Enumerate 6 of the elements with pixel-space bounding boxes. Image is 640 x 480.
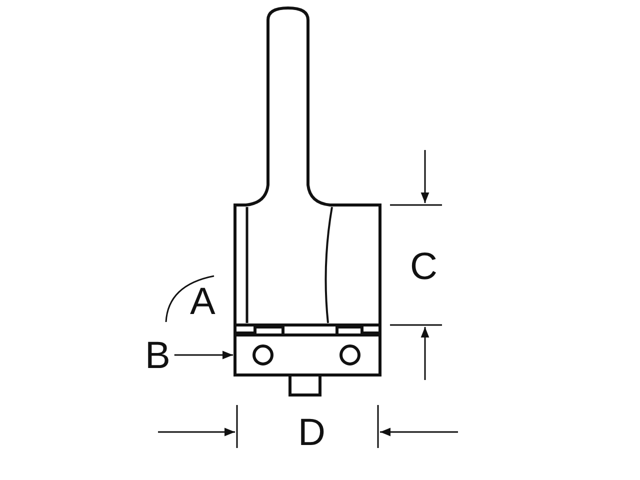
part-label: B — [145, 337, 170, 375]
dimension-label: A — [190, 283, 216, 321]
dimension-label: C — [410, 248, 438, 286]
leader-line — [174, 350, 233, 360]
bearing-drawing — [234, 334, 382, 376]
dimension-label: D — [298, 414, 326, 452]
